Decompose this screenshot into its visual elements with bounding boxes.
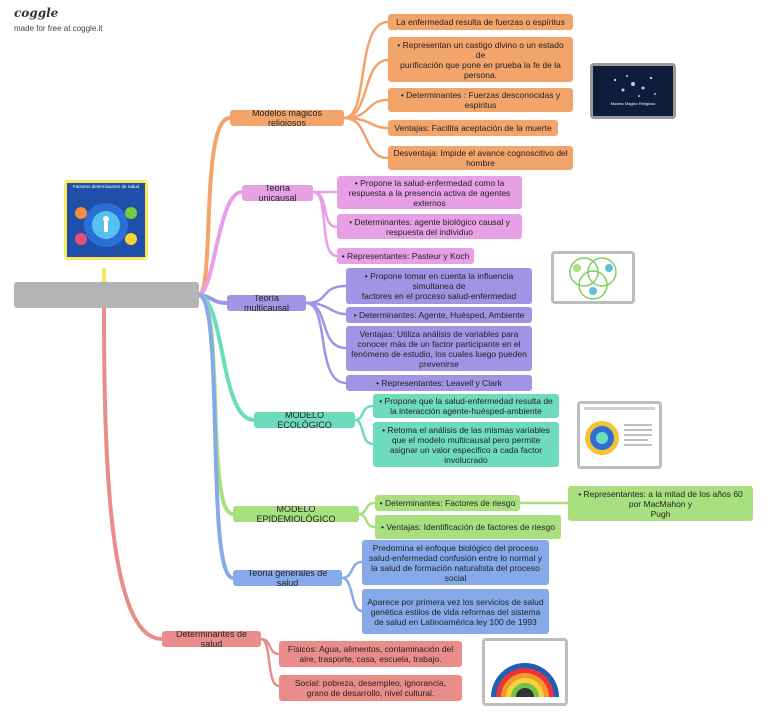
- branch-determinantes-salud[interactable]: Determinantes de salud: [162, 631, 261, 647]
- unicausal-item-3[interactable]: • Representantes: Pasteur y Koch: [337, 248, 474, 264]
- top-image-title: Factores determinantes de Salud: [72, 184, 140, 189]
- determinantes-item-1[interactable]: Físicos: Agua, alimentos, contaminación …: [279, 641, 462, 667]
- central-node[interactable]: [14, 282, 199, 308]
- branch-modelo-epidemiologico[interactable]: MODELO EPIDEMIOLÓGICO: [233, 506, 359, 522]
- health-factors-image-icon: [67, 183, 145, 257]
- ecological-model-image-icon: [580, 404, 659, 466]
- magic-item-5[interactable]: Desventaja: Impide el avance cognoscitiv…: [388, 146, 573, 170]
- ecologico-item-1[interactable]: • Propone que la salud-enfermedad result…: [373, 394, 559, 418]
- rainbow-model-image-icon: [485, 641, 565, 703]
- brand-logo[interactable]: coggle: [14, 6, 59, 20]
- magic-item-2[interactable]: • Representan un castigo divino o un est…: [388, 37, 573, 82]
- determinantes-item-2[interactable]: Social: pobreza, desempleo, ignorancia, …: [279, 675, 462, 701]
- branch-teoria-generales[interactable]: Teoría generales de salud: [233, 570, 342, 586]
- epidemiologico-subitem[interactable]: • Representantes: a la mitad de los años…: [568, 486, 753, 521]
- multicausal-item-2[interactable]: • Determinantes: Agente, Huésped, Ambien…: [346, 307, 532, 323]
- generales-item-1[interactable]: Predomina el enfoque biológico del proce…: [362, 540, 549, 585]
- magic-item-3[interactable]: • Determinantes : Fuerzas desconocidas y…: [388, 88, 573, 112]
- ecologico-item-2[interactable]: • Retoma el análisis de las mismas varia…: [373, 422, 559, 467]
- epidemiologico-item-1[interactable]: • Determinantes: Factores de riesgo: [375, 495, 520, 511]
- magic-image-caption: Modelo Magico Religioso: [610, 101, 656, 106]
- unicausal-item-1[interactable]: • Propone la salud-enfermedad como la re…: [337, 176, 522, 209]
- made-with-text[interactable]: made for free at coggle.it: [14, 24, 103, 33]
- determinantes-image: [482, 638, 568, 706]
- branch-modelo-ecologico[interactable]: MODELO ECOLÓGICO: [254, 412, 355, 428]
- top-image: Factores determinantes de Salud: [64, 180, 148, 260]
- venn-diagram-image-icon: [554, 254, 632, 301]
- branch-teoria-multicausal[interactable]: Teoría multicausal: [227, 295, 306, 311]
- ecologico-image: [577, 401, 662, 469]
- magic-item-1[interactable]: La enfermedad resulta de fuerzas o espír…: [388, 14, 573, 30]
- unicausal-item-2[interactable]: • Determinantes: agente biológico causal…: [337, 214, 522, 239]
- branch-teoria-unicausal[interactable]: Teoría unicausal: [242, 185, 313, 201]
- branch-modelos-magicos[interactable]: Modelos magicos religiosos: [230, 110, 344, 126]
- multicausal-item-1[interactable]: • Propone tomar en cuenta la influencia …: [346, 268, 532, 304]
- epidemiologico-item-2[interactable]: • Ventajas: Identificación de factores d…: [375, 515, 561, 539]
- magic-item-4[interactable]: Ventajas: Facilita aceptación de la muer…: [388, 120, 558, 136]
- multicausal-item-3[interactable]: Ventajas: Utiliza análisis de variables …: [346, 326, 532, 371]
- multicausal-item-4[interactable]: • Representantes: Leavell y Clark: [346, 375, 532, 391]
- multicausal-image: [551, 251, 635, 304]
- magic-image: Modelo Magico Religioso: [590, 63, 676, 119]
- generales-item-2[interactable]: Aparece por primera vez los servicios de…: [362, 589, 549, 634]
- night-sky-image-icon: [593, 66, 673, 116]
